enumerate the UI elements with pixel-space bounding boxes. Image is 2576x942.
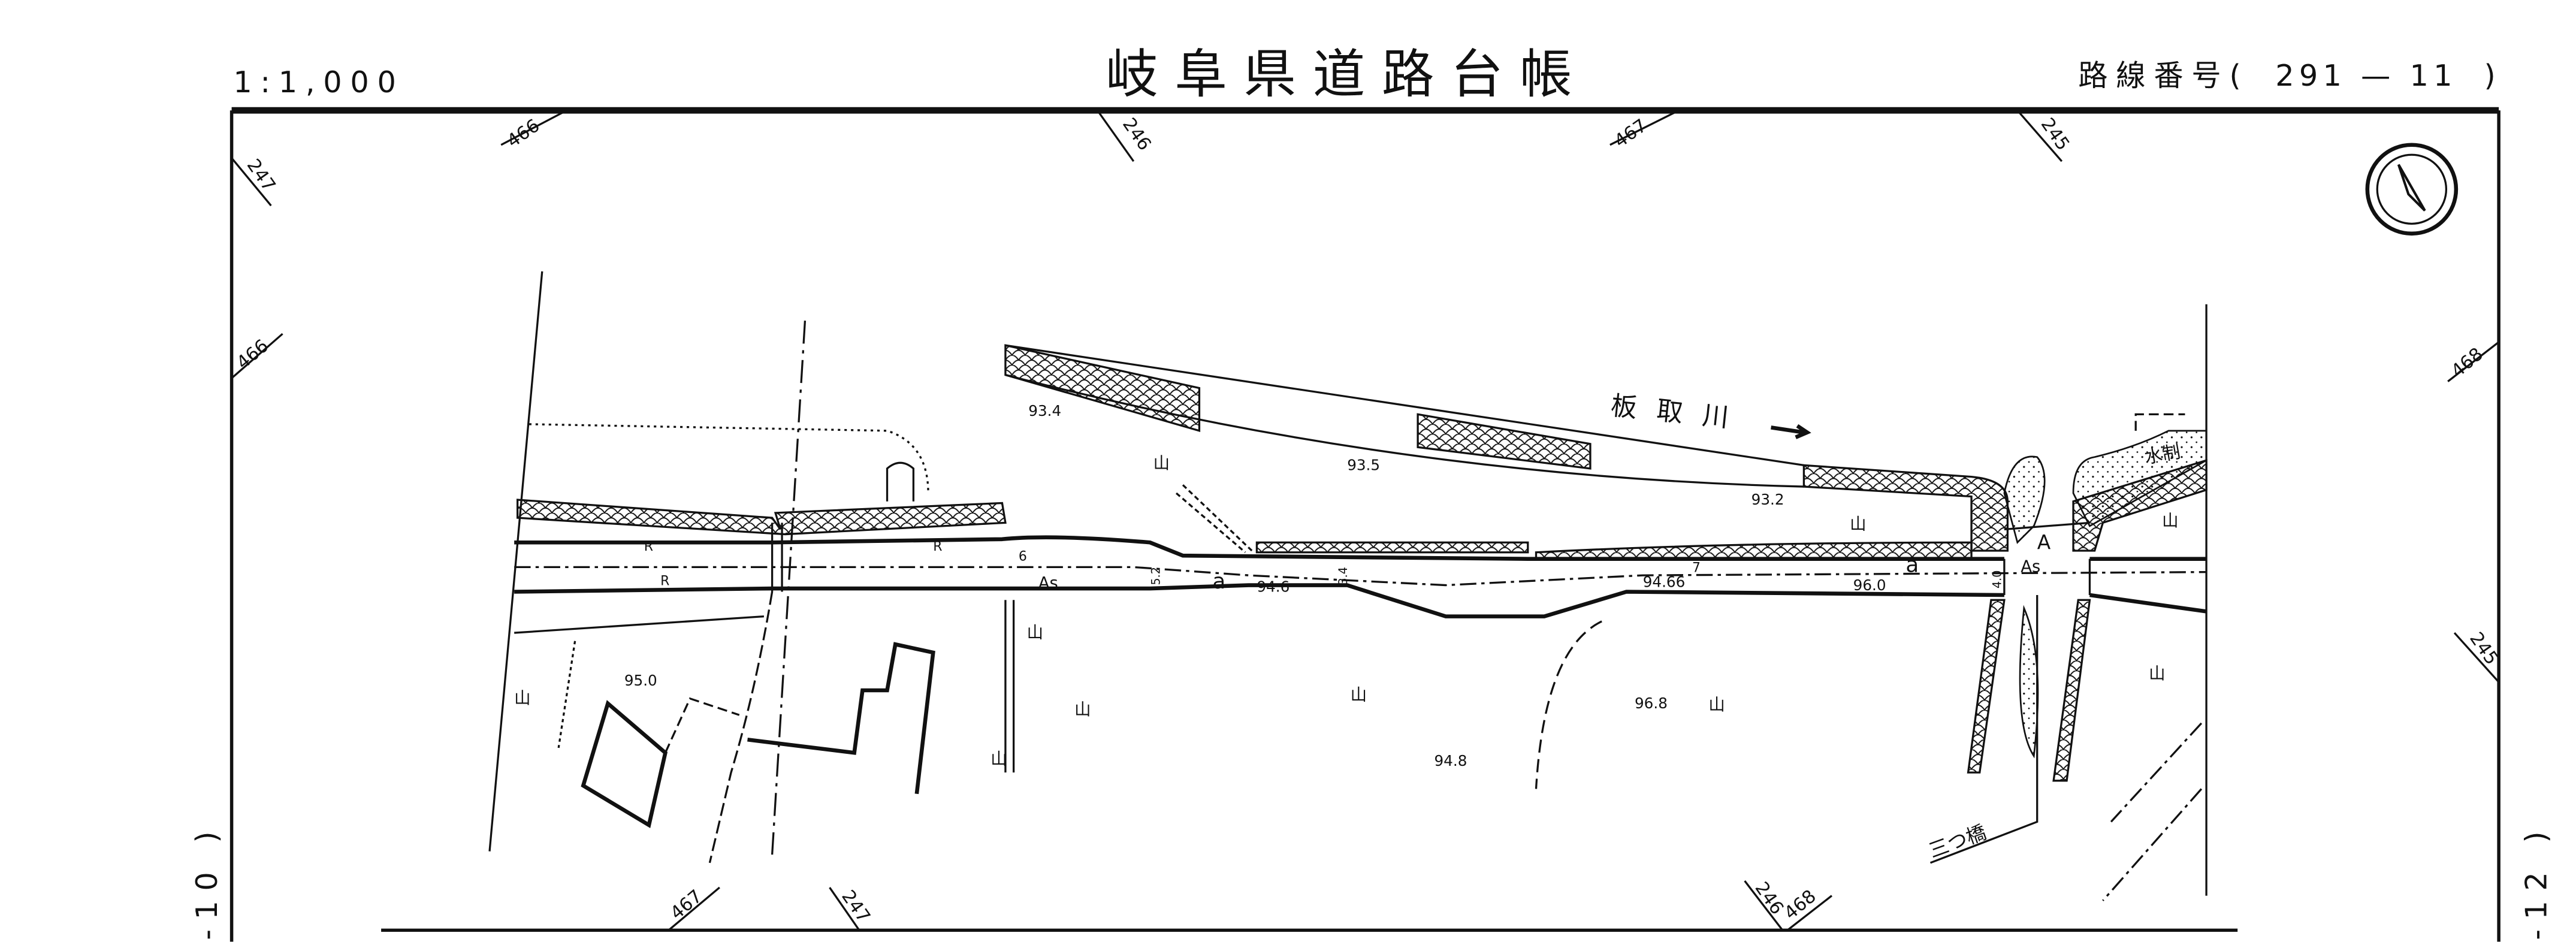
grid-label: 246 bbox=[1751, 878, 1788, 919]
road-label: R bbox=[660, 574, 669, 589]
orchard-symbols: 山 山 山 山 山 山 山 山 山 山 bbox=[514, 454, 2178, 769]
orchard-icon: 山 bbox=[1027, 623, 1043, 642]
road-label: a bbox=[1905, 553, 1919, 578]
road-label: R bbox=[644, 539, 653, 554]
road-label: R bbox=[933, 539, 942, 554]
elevation: 94.6 bbox=[1257, 578, 1289, 596]
grid-label: 247 bbox=[837, 886, 874, 926]
road-width: 6 bbox=[1019, 549, 1027, 564]
elevation-points: 93.4 93.5 93.2 94.6 94.66 96.0 95.0 96.8… bbox=[624, 402, 1886, 769]
elevation: 93.2 bbox=[1751, 491, 1784, 508]
grid-label: 247 bbox=[243, 155, 280, 195]
orchard-icon: 山 bbox=[1708, 696, 1725, 714]
left-sheet-ref: -10 ) bbox=[189, 822, 224, 940]
bridge-name: 三つ橋 bbox=[1926, 820, 1989, 862]
road-label: a bbox=[1212, 569, 1225, 594]
map-linework: 板取川 水制 A R R R 6 As a 5.2 3.4 7 a 4.0 As bbox=[488, 271, 2207, 902]
page-title: 岐阜県道路台帳 bbox=[1106, 44, 1589, 105]
grid-label: 468 bbox=[1780, 886, 1820, 924]
route-number: 291 — 11 bbox=[2275, 58, 2457, 93]
road-width: 5.2 bbox=[1149, 567, 1163, 585]
road-width: 7 bbox=[1692, 561, 1701, 576]
elevation: 94.8 bbox=[1435, 752, 1467, 769]
orchard-icon: 山 bbox=[990, 750, 1007, 768]
surface-label: As bbox=[1038, 574, 1058, 593]
grid-ticks bbox=[231, 109, 2500, 931]
route-close: ) bbox=[2484, 58, 2495, 93]
grid-label: 245 bbox=[2465, 629, 2502, 669]
elevation: 93.5 bbox=[1347, 457, 1380, 474]
orchard-icon: 山 bbox=[1153, 454, 1170, 473]
scale-label: 1:1,000 bbox=[233, 65, 404, 99]
grid-label: 467 bbox=[1611, 115, 1651, 152]
right-sheet-ref: -12 ) bbox=[2519, 822, 2554, 940]
elevation: 95.0 bbox=[624, 672, 657, 689]
grid-label: 245 bbox=[2037, 114, 2074, 155]
road-width: 3.4 bbox=[1336, 567, 1350, 585]
route-label: 路線番号( bbox=[2078, 58, 2249, 93]
orchard-icon: 山 bbox=[1351, 686, 1367, 704]
river-name: 板取川 bbox=[1609, 391, 1750, 436]
elevation: 96.0 bbox=[1853, 576, 1886, 594]
orchard-icon: 山 bbox=[1850, 515, 1866, 533]
elevation: 94.66 bbox=[1643, 573, 1686, 590]
orchard-icon: 山 bbox=[1074, 701, 1091, 719]
orchard-icon: 山 bbox=[2162, 512, 2178, 530]
grid-label: 466 bbox=[503, 115, 543, 152]
orchard-icon: 山 bbox=[514, 689, 530, 708]
grid-label: 466 bbox=[232, 336, 273, 374]
surface-label: As bbox=[2021, 558, 2040, 576]
north-arrow-icon bbox=[2365, 143, 2459, 236]
elevation: 93.4 bbox=[1028, 402, 1061, 419]
abutment-label: A bbox=[2037, 530, 2051, 554]
map-frame bbox=[229, 107, 2500, 942]
grid-label: 467 bbox=[666, 886, 706, 924]
orchard-icon: 山 bbox=[2149, 665, 2165, 683]
elevation: 96.8 bbox=[1635, 695, 1668, 712]
road-width: 4.0 bbox=[1990, 570, 2004, 589]
